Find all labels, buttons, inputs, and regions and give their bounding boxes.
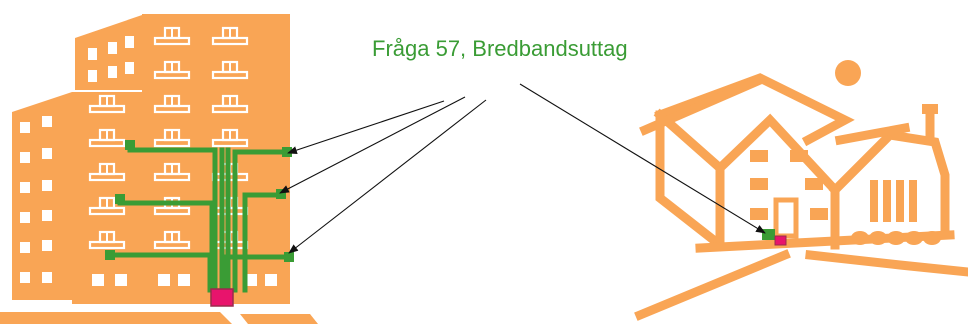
building-balcony-window [153,230,191,250]
house-outline [634,73,968,321]
house-shrub [905,231,923,245]
house-chimney [922,104,938,114]
building-balcony-window [211,94,249,114]
arrow-to-outlet-lower [288,99,487,254]
building-window [125,62,134,74]
house-line [828,130,950,235]
house-shrub [869,231,887,245]
building-window [178,274,190,286]
arrow-to-outlet-upper [287,100,445,154]
house-icon [634,60,968,321]
house-line [805,250,968,277]
building-window [158,274,170,286]
building-window [20,272,30,283]
building-window [20,212,30,223]
building-broadband-outlet [210,288,234,307]
building-window [245,274,257,286]
house-window [790,150,808,162]
cable-run [222,254,291,293]
building-balcony-window [153,128,191,148]
building-balcony-window [211,26,249,46]
network-outlet [276,189,286,199]
house-broadband-outlet [774,235,787,246]
building-window [108,66,117,78]
arrow-to-outlet-middle [279,96,466,194]
building-balcony-window [153,60,191,80]
house-window [750,178,768,190]
building-window [88,48,97,60]
house-window [750,150,768,162]
building-balcony-window [211,60,249,80]
apartment-building-icon [0,14,318,324]
building-balcony-window [88,230,126,250]
house-shrub [851,231,869,245]
building-window [108,42,117,54]
building-window [20,122,30,133]
building-balcony-window [88,196,126,216]
arrows [279,83,766,254]
building-balcony-window [88,128,126,148]
building-window [125,36,134,48]
building-window [42,116,52,127]
network-outlet [125,140,135,150]
building-balcony-window [153,94,191,114]
building-window [20,152,30,163]
building-window [115,274,127,286]
building-window [42,180,52,191]
house-window [810,208,828,220]
cable-run [107,252,213,293]
house-network-box [762,229,775,240]
building-balcony-window [88,94,126,114]
building-window [20,182,30,193]
building-balcony-window [88,162,126,182]
house-bay-window [909,180,917,222]
building-balcony-window [153,26,191,46]
house-line [655,110,727,252]
building-window [92,274,104,286]
building-window [265,274,277,286]
broadband-cabling [105,140,294,293]
house-bay-window [870,180,878,222]
building-ground [0,312,232,324]
building-window [42,148,52,159]
building-window [42,210,52,221]
house-door [773,197,799,239]
house-line [834,122,911,146]
house-windows [750,150,941,245]
house-shrub [923,231,941,245]
house-shrub [887,231,905,245]
building-window [20,242,30,253]
arrow-to-house-outlet [519,83,766,234]
caption: Fråga 57, Bredbandsuttag [372,36,628,61]
building-balcony-window [153,162,191,182]
building-balcony-window [211,128,249,148]
house-line [654,73,855,147]
house-window [805,178,823,190]
network-outlet [105,250,115,260]
building-window [42,272,52,283]
house-line [634,249,791,321]
sun-icon [835,60,861,86]
building-ground-right [240,314,318,324]
house-bay-window [896,180,904,222]
house-bay-window [883,180,891,222]
network-outlet [282,147,292,157]
building-window [42,240,52,251]
house-window [750,208,768,220]
network-outlet [284,252,294,262]
network-outlet [115,194,125,204]
building-window [88,70,97,82]
cable-run [232,149,288,293]
